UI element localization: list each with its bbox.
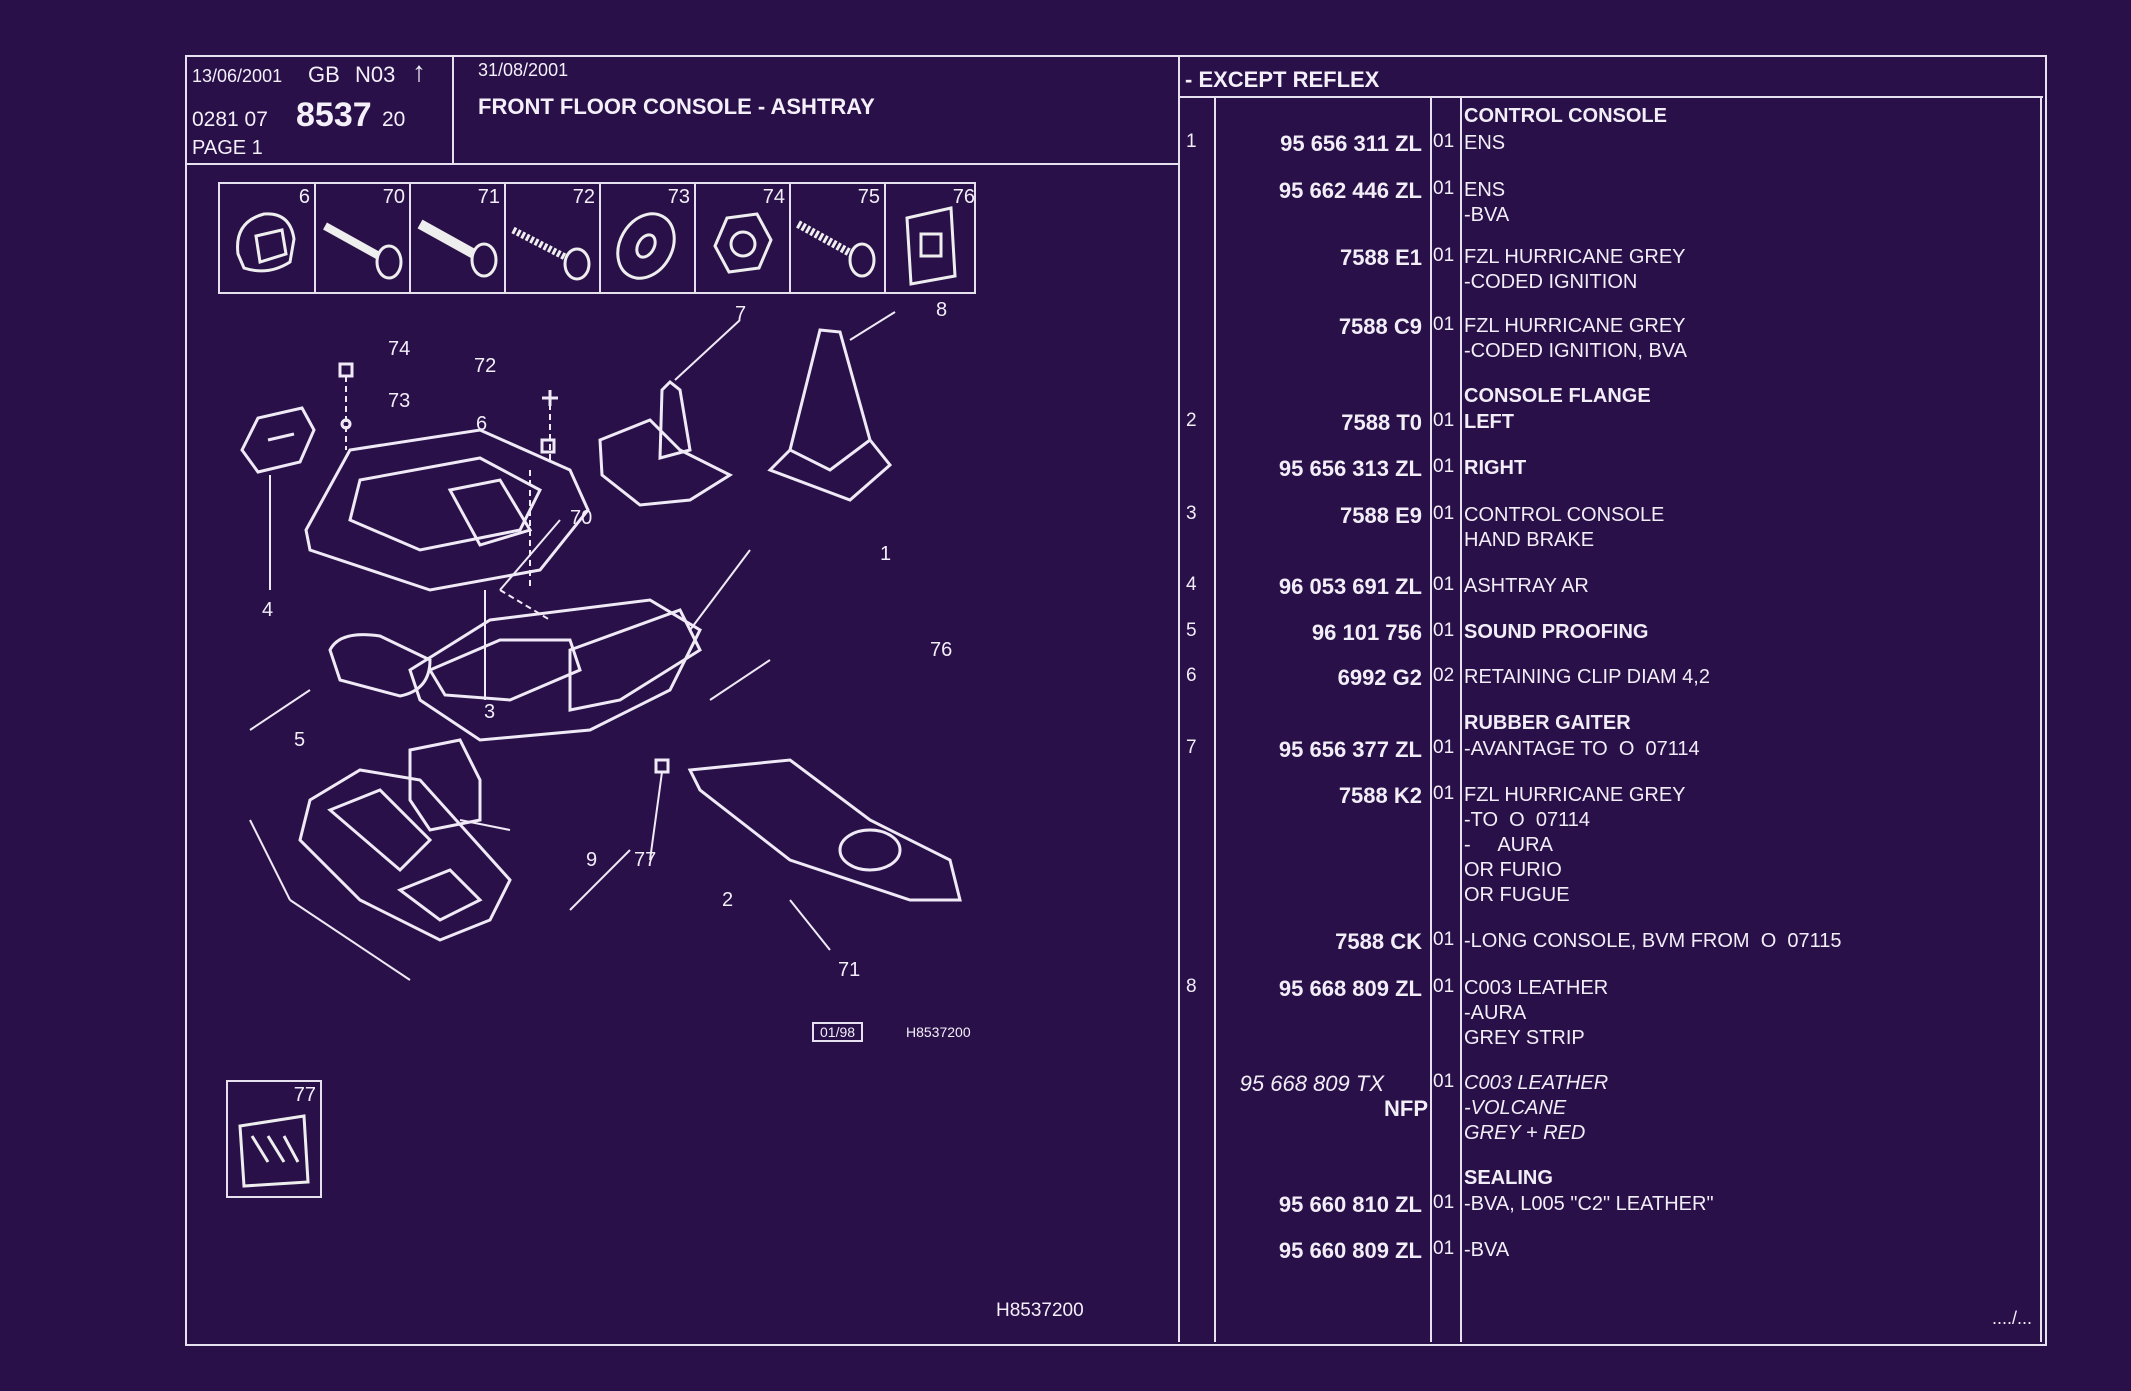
console-flange-part bbox=[687, 758, 962, 902]
thumb-72: 72 bbox=[505, 184, 601, 292]
callout-71: 71 bbox=[838, 959, 860, 981]
callout-6: 6 bbox=[476, 413, 487, 435]
grommet-icon bbox=[238, 1114, 310, 1188]
clip-icon bbox=[905, 206, 957, 286]
outer-frame bbox=[185, 55, 2047, 1346]
thumb-73: 73 bbox=[600, 184, 696, 292]
header-code-prefix: 0281 07 bbox=[192, 108, 268, 131]
col-line-1 bbox=[1214, 96, 1216, 1342]
screw-icon bbox=[417, 219, 498, 278]
screw-icon bbox=[796, 220, 876, 278]
col-line-3 bbox=[1460, 96, 1462, 1342]
col-line-2 bbox=[1430, 96, 1432, 1342]
control-console-part bbox=[304, 428, 590, 592]
front-console-part bbox=[408, 598, 702, 742]
rubber-gaiter-part bbox=[598, 418, 734, 507]
switch-module-part bbox=[408, 738, 482, 832]
header-date-right: 31/08/2001 bbox=[478, 60, 569, 80]
callout-3: 3 bbox=[484, 701, 495, 723]
callout-5: 5 bbox=[294, 729, 305, 751]
header-lang: GB bbox=[308, 62, 340, 87]
diagram-stamp: 01/98 bbox=[812, 1022, 864, 1042]
thumb-71: 71 bbox=[410, 184, 506, 292]
callout-1: 1 bbox=[880, 543, 891, 565]
thumbnail-strip: 6 70 71 72 73 74 75 76 bbox=[218, 182, 976, 294]
washer-icon bbox=[616, 212, 676, 280]
diagram-ref-small: H8537200 bbox=[906, 1024, 971, 1040]
header-page: PAGE 1 bbox=[192, 137, 263, 159]
callout-72: 72 bbox=[474, 355, 496, 377]
col-line-4 bbox=[2040, 96, 2042, 1342]
footer-ref: H8537200 bbox=[996, 1300, 1084, 1321]
header-date-left: 13/06/2001 bbox=[192, 66, 283, 86]
up-arrow-icon: ↑ bbox=[412, 56, 426, 87]
callout-8: 8 bbox=[936, 300, 947, 321]
screw-icon bbox=[511, 226, 591, 281]
callout-76: 76 bbox=[930, 639, 952, 661]
callout-77: 77 bbox=[634, 849, 656, 871]
thumb-76: 76 bbox=[885, 184, 979, 292]
screw-icon bbox=[323, 222, 403, 280]
callout-4: 4 bbox=[262, 599, 273, 621]
callout-70: 70 bbox=[570, 507, 592, 529]
thumb-75: 75 bbox=[790, 184, 886, 292]
callout-7: 7 bbox=[735, 303, 746, 325]
header-split-left bbox=[452, 55, 454, 165]
callout-73: 73 bbox=[388, 390, 410, 412]
header-bottom-right bbox=[1180, 96, 2043, 98]
exploded-diagram: 74 73 72 6 7 8 4 70 1 76 3 5 9 77 2 71 bbox=[240, 300, 962, 981]
except-note: - EXCEPT REFLEX bbox=[1185, 67, 1380, 92]
thumb-6: 6 bbox=[220, 184, 316, 292]
ashtray-part bbox=[240, 406, 316, 474]
sound-proofing-part bbox=[328, 633, 432, 698]
thumb-70: 70 bbox=[315, 184, 411, 292]
callout-9: 9 bbox=[586, 849, 597, 871]
nut-icon bbox=[713, 212, 773, 274]
callout-2: 2 bbox=[722, 889, 733, 911]
center-divider bbox=[1178, 55, 1180, 1342]
continued-marker: ..../... bbox=[1992, 1308, 2033, 1328]
knob-icon bbox=[236, 212, 296, 273]
thumb-74: 74 bbox=[695, 184, 791, 292]
header-code-suffix: 20 bbox=[382, 108, 406, 131]
page-title: FRONT FLOOR CONSOLE - ASHTRAY bbox=[478, 94, 875, 119]
header-sheet: N03 bbox=[355, 62, 396, 87]
header-bottom-left bbox=[185, 163, 1180, 165]
thumb-77: 77 bbox=[226, 1080, 322, 1198]
header-code-main: 8537 bbox=[296, 96, 372, 134]
callout-74: 74 bbox=[388, 338, 410, 360]
leather-gaiter-part bbox=[788, 328, 872, 472]
